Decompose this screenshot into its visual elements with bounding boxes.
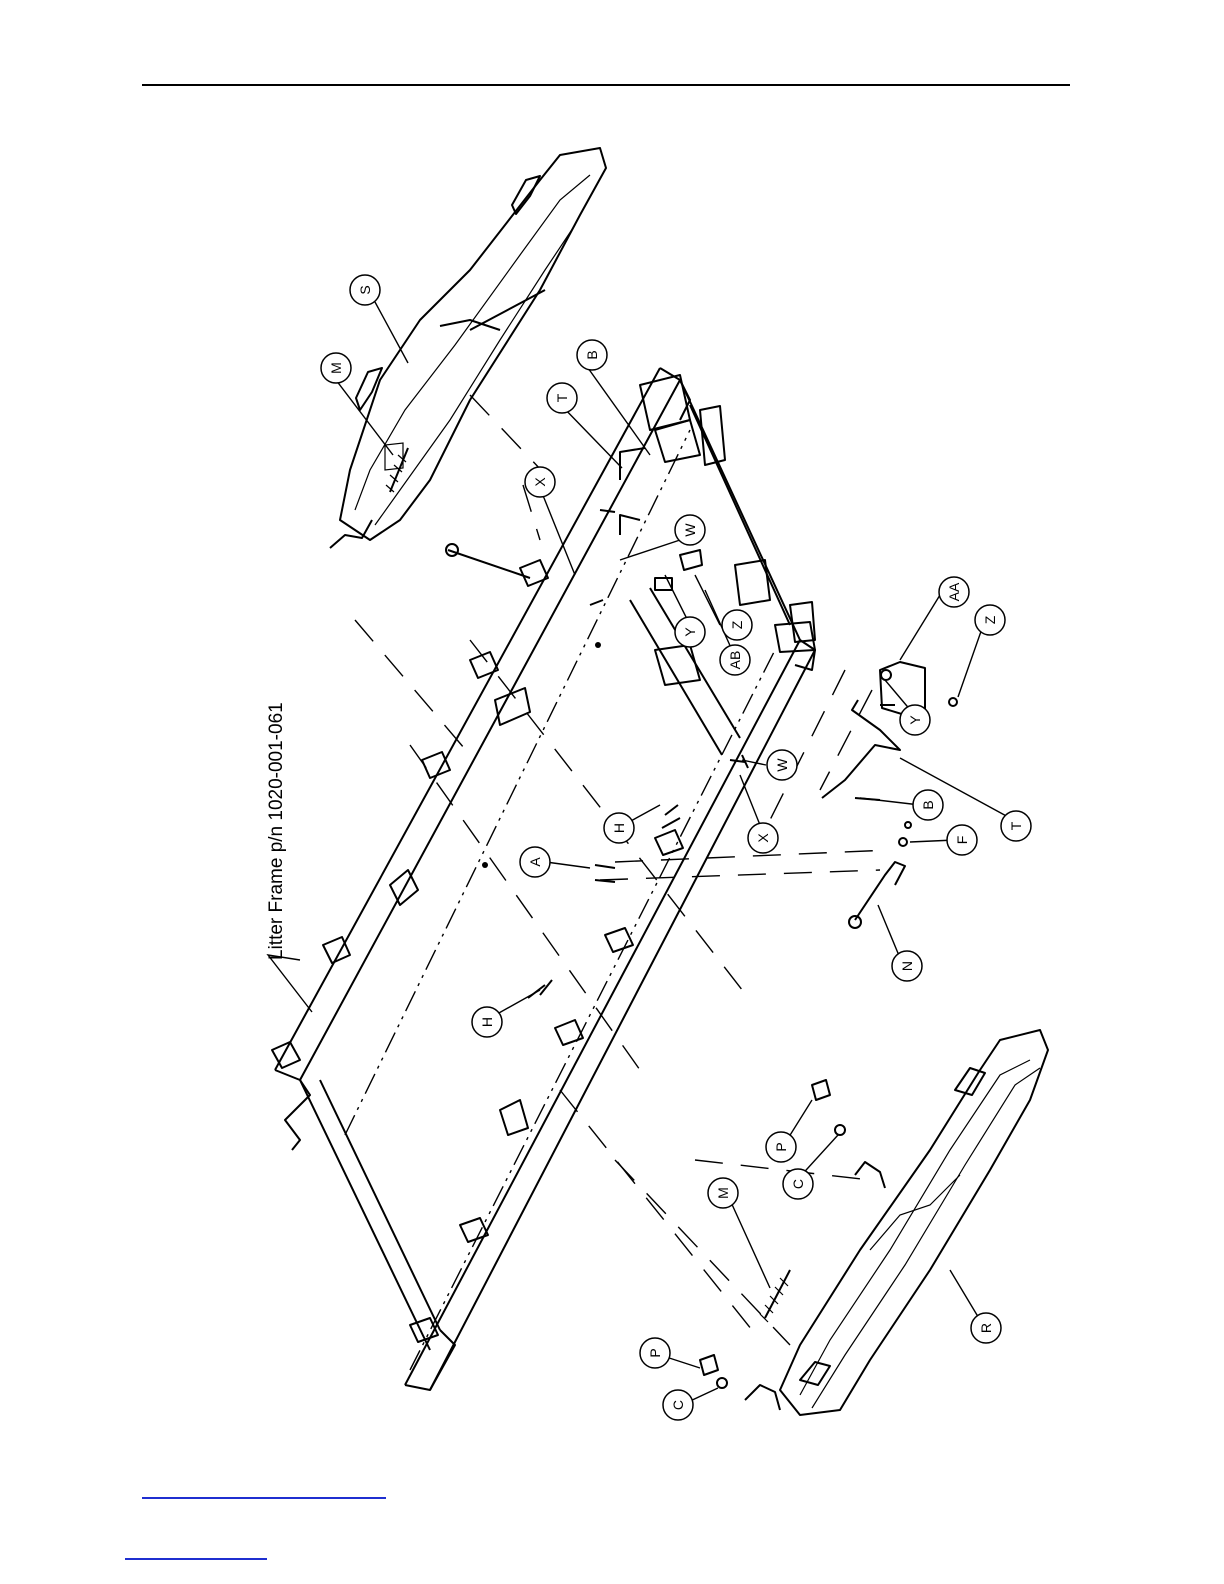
callout-f: F <box>947 825 977 855</box>
svg-text:Z: Z <box>982 615 998 624</box>
callout-b-top: B <box>577 340 607 370</box>
svg-text:B: B <box>920 800 936 809</box>
svg-text:P: P <box>773 1142 789 1151</box>
svg-text:C: C <box>670 1400 686 1410</box>
svg-text:B: B <box>584 350 600 359</box>
callout-t-top: T <box>547 383 577 413</box>
svg-text:Z: Z <box>729 620 745 629</box>
callout-z-right: Z <box>975 605 1005 635</box>
callout-b-right: B <box>913 790 943 820</box>
svg-text:M: M <box>328 362 344 374</box>
callout-t-right: T <box>1001 811 1031 841</box>
callout-x-top: X <box>525 467 555 497</box>
svg-text:Y: Y <box>682 627 698 637</box>
svg-text:P: P <box>647 1348 663 1357</box>
svg-text:A: A <box>527 857 543 867</box>
callout-y-top: Y <box>675 617 705 647</box>
callout-n: N <box>892 951 922 981</box>
svg-text:M: M <box>715 1187 731 1199</box>
svg-text:AB: AB <box>727 651 743 670</box>
callout-w-middle: W <box>767 750 797 780</box>
callout-z-top: Z <box>722 610 752 640</box>
svg-text:X: X <box>532 477 548 487</box>
frame-title: Litter Frame p/n 1020-001-061 <box>266 702 287 960</box>
svg-text:Y: Y <box>907 715 923 725</box>
link-underline-1[interactable] <box>142 1497 386 1499</box>
svg-text:R: R <box>978 1323 994 1333</box>
callout-aa: AA <box>939 577 969 607</box>
svg-text:X: X <box>755 833 771 843</box>
litter-frame-body <box>272 368 815 1390</box>
callout-p-left: P <box>640 1338 670 1368</box>
callout-r: R <box>971 1313 1001 1343</box>
callout-m-top: M <box>321 353 351 383</box>
callout-p-right: P <box>766 1132 796 1162</box>
link-underline-2[interactable] <box>125 1558 267 1560</box>
side-panel-bottom <box>745 1030 1048 1415</box>
callout-x-middle: X <box>748 823 778 853</box>
svg-text:T: T <box>1008 821 1024 830</box>
side-panel-top <box>330 148 606 548</box>
callout-c-right: C <box>783 1169 813 1199</box>
svg-text:F: F <box>954 836 970 845</box>
svg-text:H: H <box>479 1017 495 1027</box>
callout-ab: AB <box>720 645 750 675</box>
callout-s: S <box>350 275 380 305</box>
callout-m-bottom: M <box>708 1178 738 1208</box>
callout-w-top: W <box>675 515 705 545</box>
callout-h-upper: H <box>604 813 634 843</box>
svg-text:W: W <box>774 758 790 772</box>
callout-c-left: C <box>663 1390 693 1420</box>
leader-lines <box>268 302 1010 1402</box>
callout-y-right: Y <box>900 705 930 735</box>
svg-text:AA: AA <box>946 582 962 601</box>
svg-text:W: W <box>682 523 698 537</box>
callout-a: A <box>520 847 550 877</box>
svg-text:H: H <box>611 823 627 833</box>
svg-text:C: C <box>790 1179 806 1189</box>
callout-h-lower: H <box>472 1007 502 1037</box>
assembly-lines <box>355 395 890 1345</box>
svg-text:S: S <box>357 285 373 294</box>
svg-text:T: T <box>554 393 570 402</box>
svg-text:N: N <box>899 961 915 971</box>
